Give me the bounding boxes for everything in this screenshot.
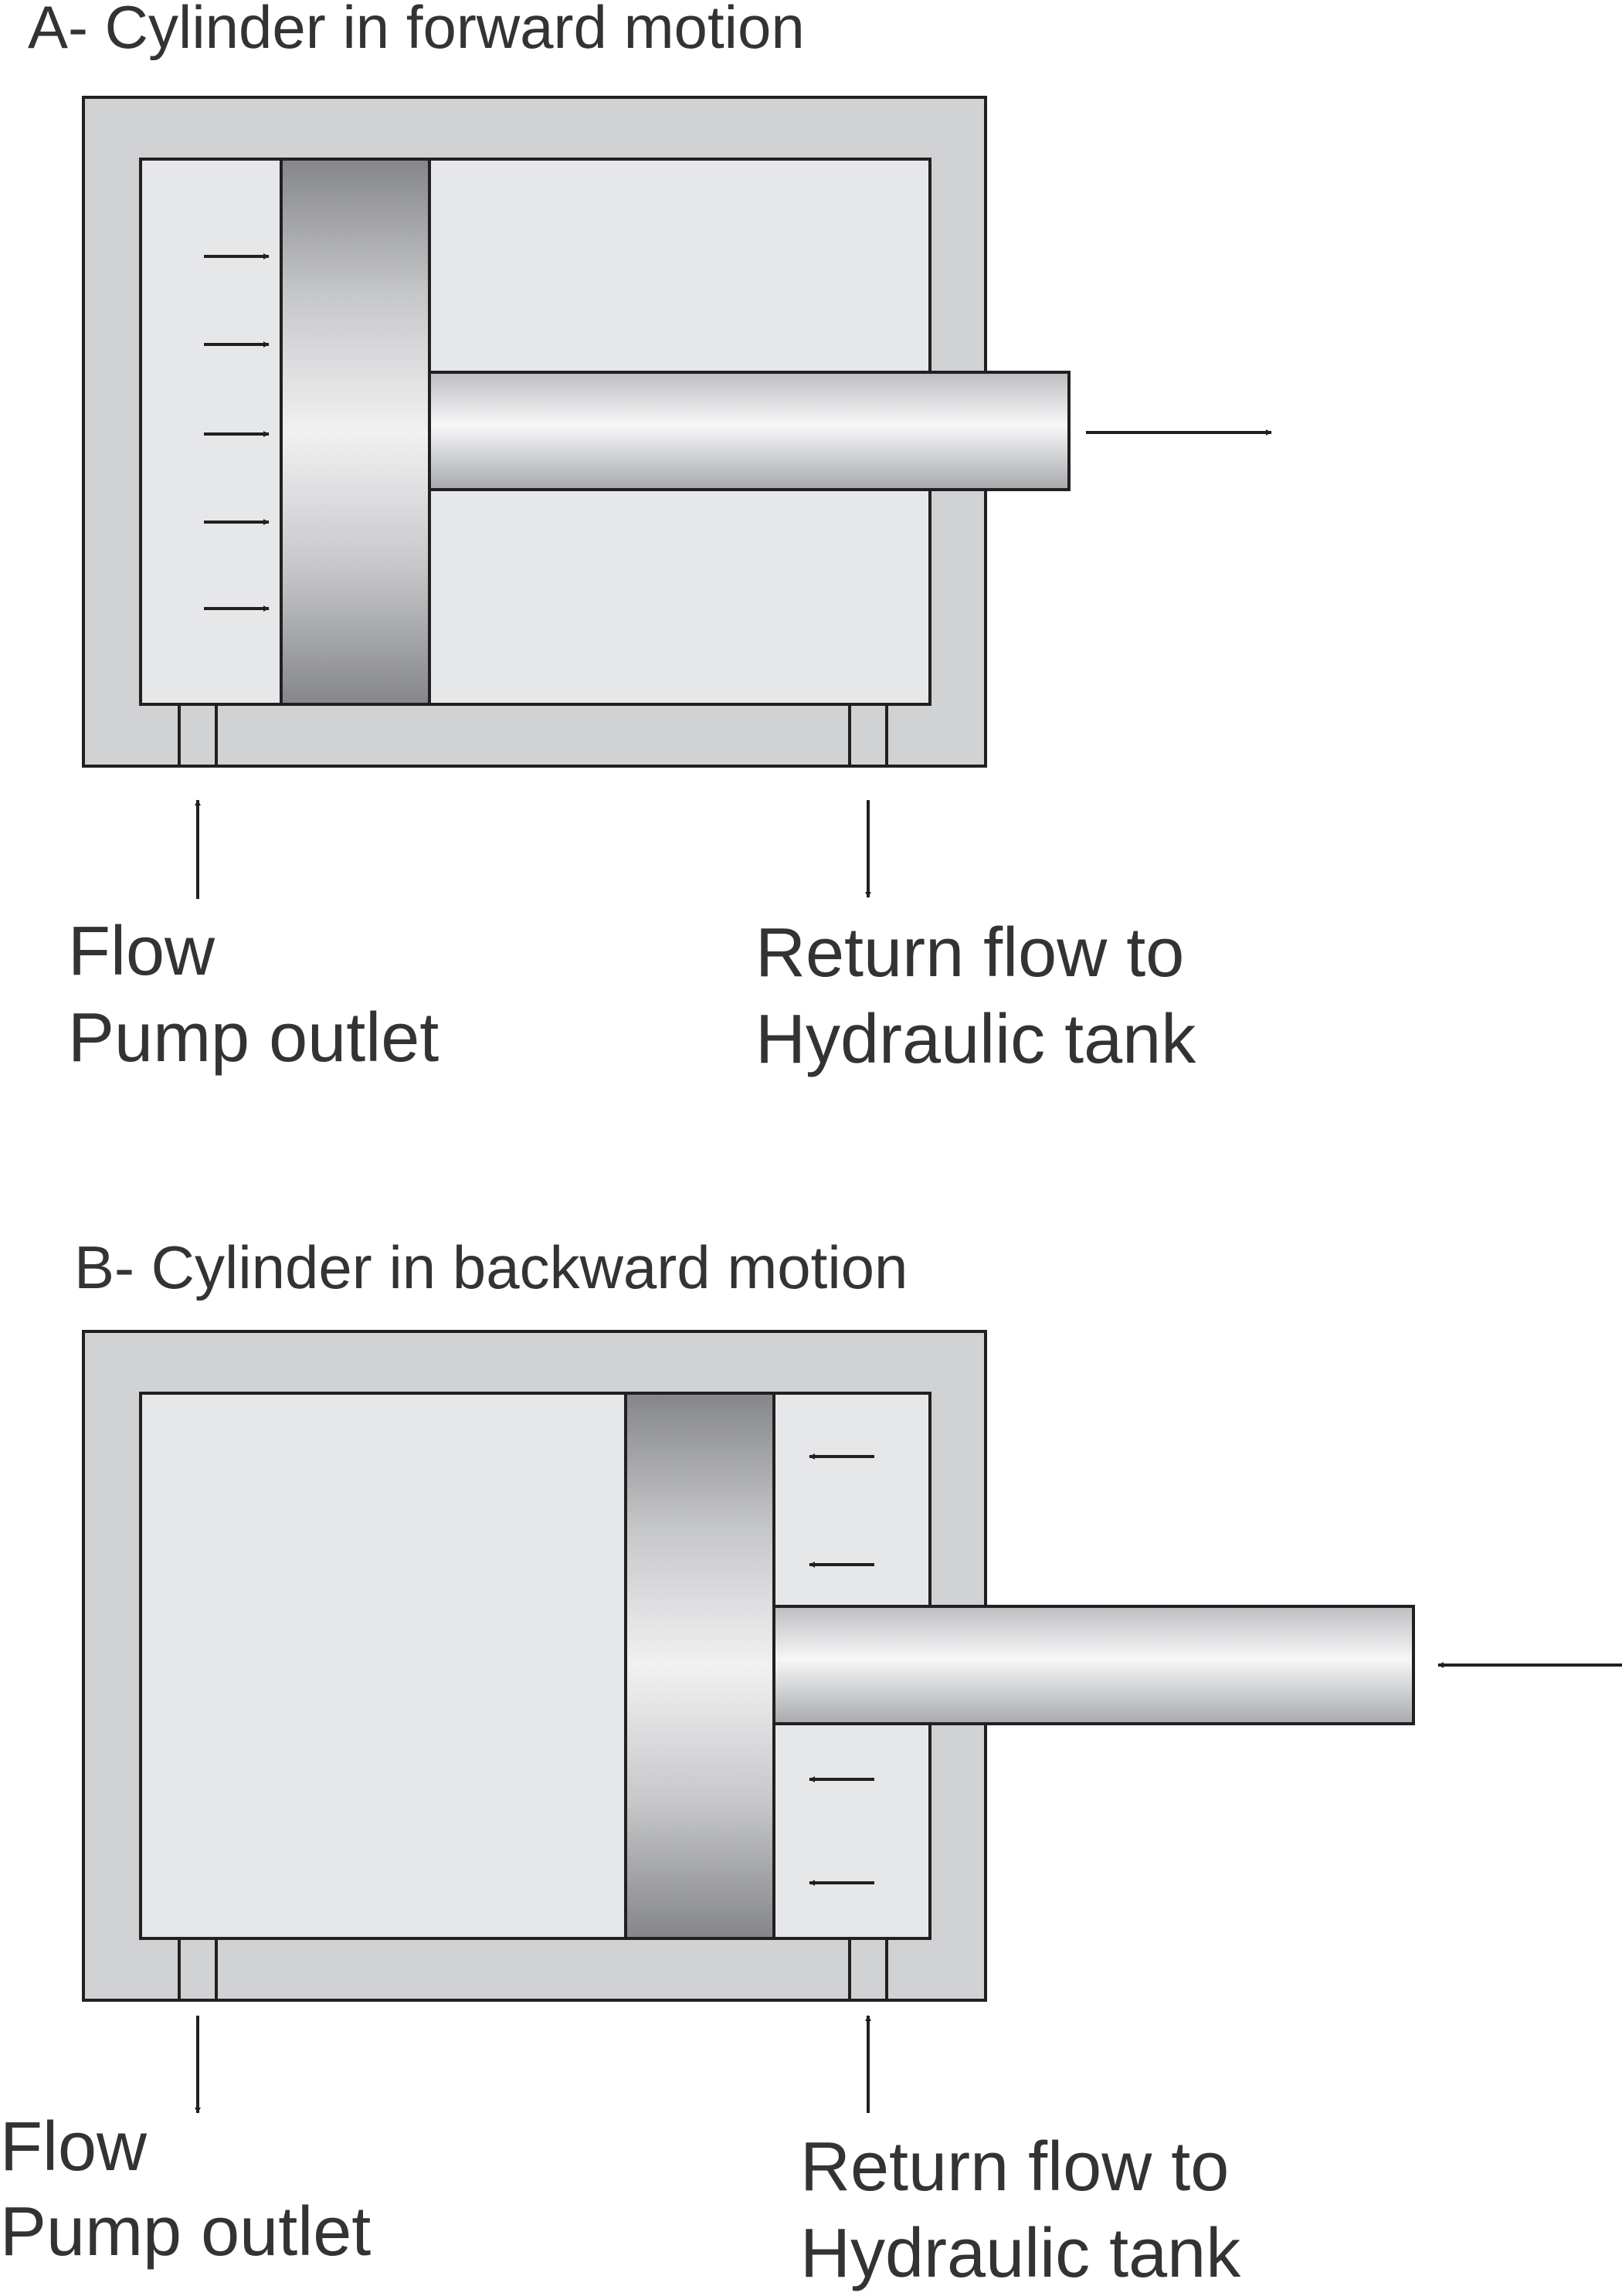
panel-a-left-label-line2: Pump outlet xyxy=(68,999,439,1077)
panel-b: B- Cylinder in backward motion Flow Pump… xyxy=(0,1233,1622,2292)
piston xyxy=(624,1392,775,1940)
panel-a-right-label-line1: Return flow to xyxy=(755,914,1184,992)
piston-rod xyxy=(772,1605,1415,1725)
panel-a: A- Cylinder in forward motion Flow Pump … xyxy=(28,0,1272,1078)
panel-a-pressure-arrows xyxy=(204,253,270,612)
inlet-port xyxy=(178,703,218,768)
piston-rod xyxy=(428,371,1071,491)
piston xyxy=(280,158,431,706)
panel-b-left-label-line2: Pump outlet xyxy=(0,2193,371,2271)
panel-a-cylinder xyxy=(82,96,1071,768)
outlet-port xyxy=(848,703,888,768)
panel-b-right-label-line1: Return flow to xyxy=(800,2128,1229,2206)
panel-a-left-label-line1: Flow xyxy=(68,913,215,990)
panel-b-cylinder xyxy=(82,1330,1415,2002)
inlet-port xyxy=(848,1937,888,2002)
panel-b-pressure-arrows xyxy=(809,1453,874,1886)
panel-b-title: B- Cylinder in backward motion xyxy=(74,1233,908,1301)
panel-a-title: A- Cylinder in forward motion xyxy=(28,0,805,61)
panel-b-left-label-line1: Flow xyxy=(0,2108,148,2186)
panel-b-right-label-line2: Hydraulic tank xyxy=(800,2215,1241,2292)
panel-a-right-label-line2: Hydraulic tank xyxy=(755,1001,1196,1078)
outlet-port xyxy=(178,1937,218,2002)
